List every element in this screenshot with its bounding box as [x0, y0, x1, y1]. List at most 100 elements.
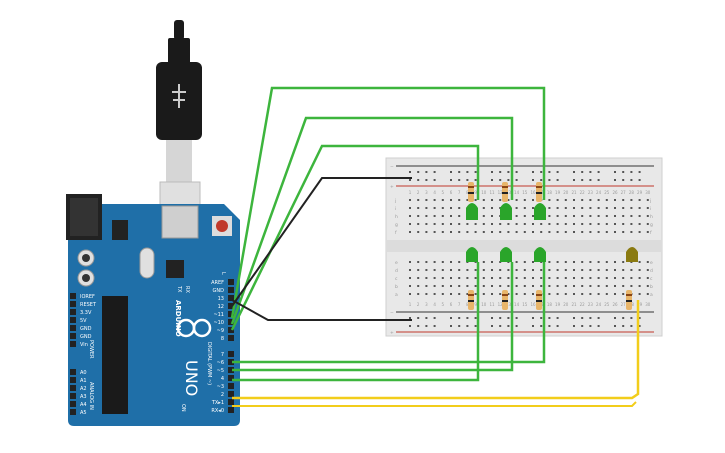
breadboard-hole[interactable] — [482, 293, 485, 295]
breadboard-hole[interactable] — [507, 277, 510, 279]
breadboard-hole[interactable] — [417, 223, 420, 225]
analog-pin[interactable] — [70, 369, 76, 375]
led-green[interactable] — [500, 203, 512, 220]
breadboard-hole[interactable] — [433, 277, 436, 279]
breadboard-hole[interactable] — [441, 207, 444, 209]
rail-hole[interactable] — [581, 317, 584, 319]
analog-pin[interactable] — [70, 385, 76, 391]
breadboard-hole[interactable] — [450, 285, 452, 287]
breadboard-hole[interactable] — [482, 199, 485, 201]
rail-hole[interactable] — [409, 325, 411, 327]
breadboard-hole[interactable] — [515, 231, 518, 233]
rail-hole[interactable] — [474, 171, 477, 173]
breadboard-hole[interactable] — [622, 231, 625, 233]
breadboard-hole[interactable] — [597, 215, 600, 217]
rail-hole[interactable] — [458, 179, 461, 181]
rail-hole[interactable] — [622, 325, 625, 327]
breadboard-hole[interactable] — [622, 261, 625, 263]
breadboard-hole[interactable] — [556, 269, 559, 271]
breadboard-hole[interactable] — [523, 223, 526, 225]
breadboard-hole[interactable] — [638, 261, 641, 263]
breadboard-hole[interactable] — [564, 231, 567, 233]
breadboard-hole[interactable] — [499, 269, 502, 271]
breadboard-hole[interactable] — [556, 293, 559, 295]
digital-pin[interactable] — [228, 367, 234, 373]
breadboard-hole[interactable] — [491, 215, 493, 217]
breadboard-hole[interactable] — [614, 293, 616, 295]
rail-hole[interactable] — [507, 325, 510, 327]
breadboard-hole[interactable] — [523, 277, 526, 279]
resistor[interactable] — [536, 290, 542, 310]
rail-hole[interactable] — [540, 317, 543, 319]
breadboard-hole[interactable] — [474, 223, 477, 225]
rail-hole[interactable] — [515, 179, 518, 181]
rail-hole[interactable] — [630, 179, 633, 181]
digital-pin[interactable] — [228, 359, 234, 365]
rail-hole[interactable] — [491, 317, 493, 319]
breadboard-hole[interactable] — [605, 293, 608, 295]
breadboard-hole[interactable] — [638, 277, 641, 279]
breadboard-hole[interactable] — [589, 261, 592, 263]
breadboard-hole[interactable] — [433, 269, 436, 271]
breadboard-hole[interactable] — [564, 199, 567, 201]
wire-green-pin6[interactable] — [232, 262, 546, 364]
analog-pin[interactable] — [70, 401, 76, 407]
breadboard-hole[interactable] — [556, 261, 559, 263]
breadboard-hole[interactable] — [441, 215, 444, 217]
resistor[interactable] — [502, 182, 508, 202]
rail-hole[interactable] — [515, 325, 518, 327]
rail-hole[interactable] — [466, 179, 469, 181]
rail-hole[interactable] — [540, 171, 543, 173]
breadboard-hole[interactable] — [540, 277, 543, 279]
led-green[interactable] — [466, 247, 478, 262]
rail-hole[interactable] — [499, 179, 502, 181]
breadboard-hole[interactable] — [450, 215, 452, 217]
breadboard-hole[interactable] — [532, 199, 534, 201]
breadboard-hole[interactable] — [425, 277, 428, 279]
breadboard-hole[interactable] — [441, 269, 444, 271]
breadboard-hole[interactable] — [597, 293, 600, 295]
breadboard-hole[interactable] — [581, 293, 584, 295]
breadboard-hole[interactable] — [458, 231, 461, 233]
breadboard-hole[interactable] — [581, 207, 584, 209]
breadboard-hole[interactable] — [597, 199, 600, 201]
rail-hole[interactable] — [532, 179, 534, 181]
breadboard-hole[interactable] — [482, 207, 485, 209]
breadboard-hole[interactable] — [523, 293, 526, 295]
breadboard-hole[interactable] — [425, 261, 428, 263]
rail-hole[interactable] — [638, 179, 641, 181]
rail-hole[interactable] — [622, 317, 625, 319]
breadboard-hole[interactable] — [499, 277, 502, 279]
rail-hole[interactable] — [630, 171, 633, 173]
rail-hole[interactable] — [589, 171, 592, 173]
breadboard-hole[interactable] — [482, 285, 485, 287]
rail-hole[interactable] — [409, 171, 411, 173]
breadboard-hole[interactable] — [573, 277, 575, 279]
breadboard-hole[interactable] — [638, 285, 641, 287]
breadboard-hole[interactable] — [425, 215, 428, 217]
breadboard-hole[interactable] — [417, 207, 420, 209]
breadboard-hole[interactable] — [540, 231, 543, 233]
breadboard-hole[interactable] — [581, 231, 584, 233]
breadboard-hole[interactable] — [597, 207, 600, 209]
breadboard-hole[interactable] — [540, 285, 543, 287]
rail-hole[interactable] — [581, 325, 584, 327]
breadboard-hole[interactable] — [646, 269, 649, 271]
breadboard-hole[interactable] — [425, 199, 428, 201]
breadboard-hole[interactable] — [491, 199, 493, 201]
breadboard-hole[interactable] — [646, 207, 649, 209]
breadboard-hole[interactable] — [573, 215, 575, 217]
rail-hole[interactable] — [409, 317, 411, 319]
breadboard-hole[interactable] — [458, 199, 461, 201]
breadboard-hole[interactable] — [515, 269, 518, 271]
rail-hole[interactable] — [466, 171, 469, 173]
breadboard-hole[interactable] — [589, 293, 592, 295]
digital-pin[interactable] — [228, 279, 234, 285]
power-pin[interactable] — [70, 293, 76, 299]
breadboard-hole[interactable] — [548, 269, 551, 271]
breadboard-hole[interactable] — [589, 277, 592, 279]
rail-hole[interactable] — [532, 317, 534, 319]
breadboard-hole[interactable] — [491, 231, 493, 233]
resistor[interactable] — [536, 182, 542, 202]
